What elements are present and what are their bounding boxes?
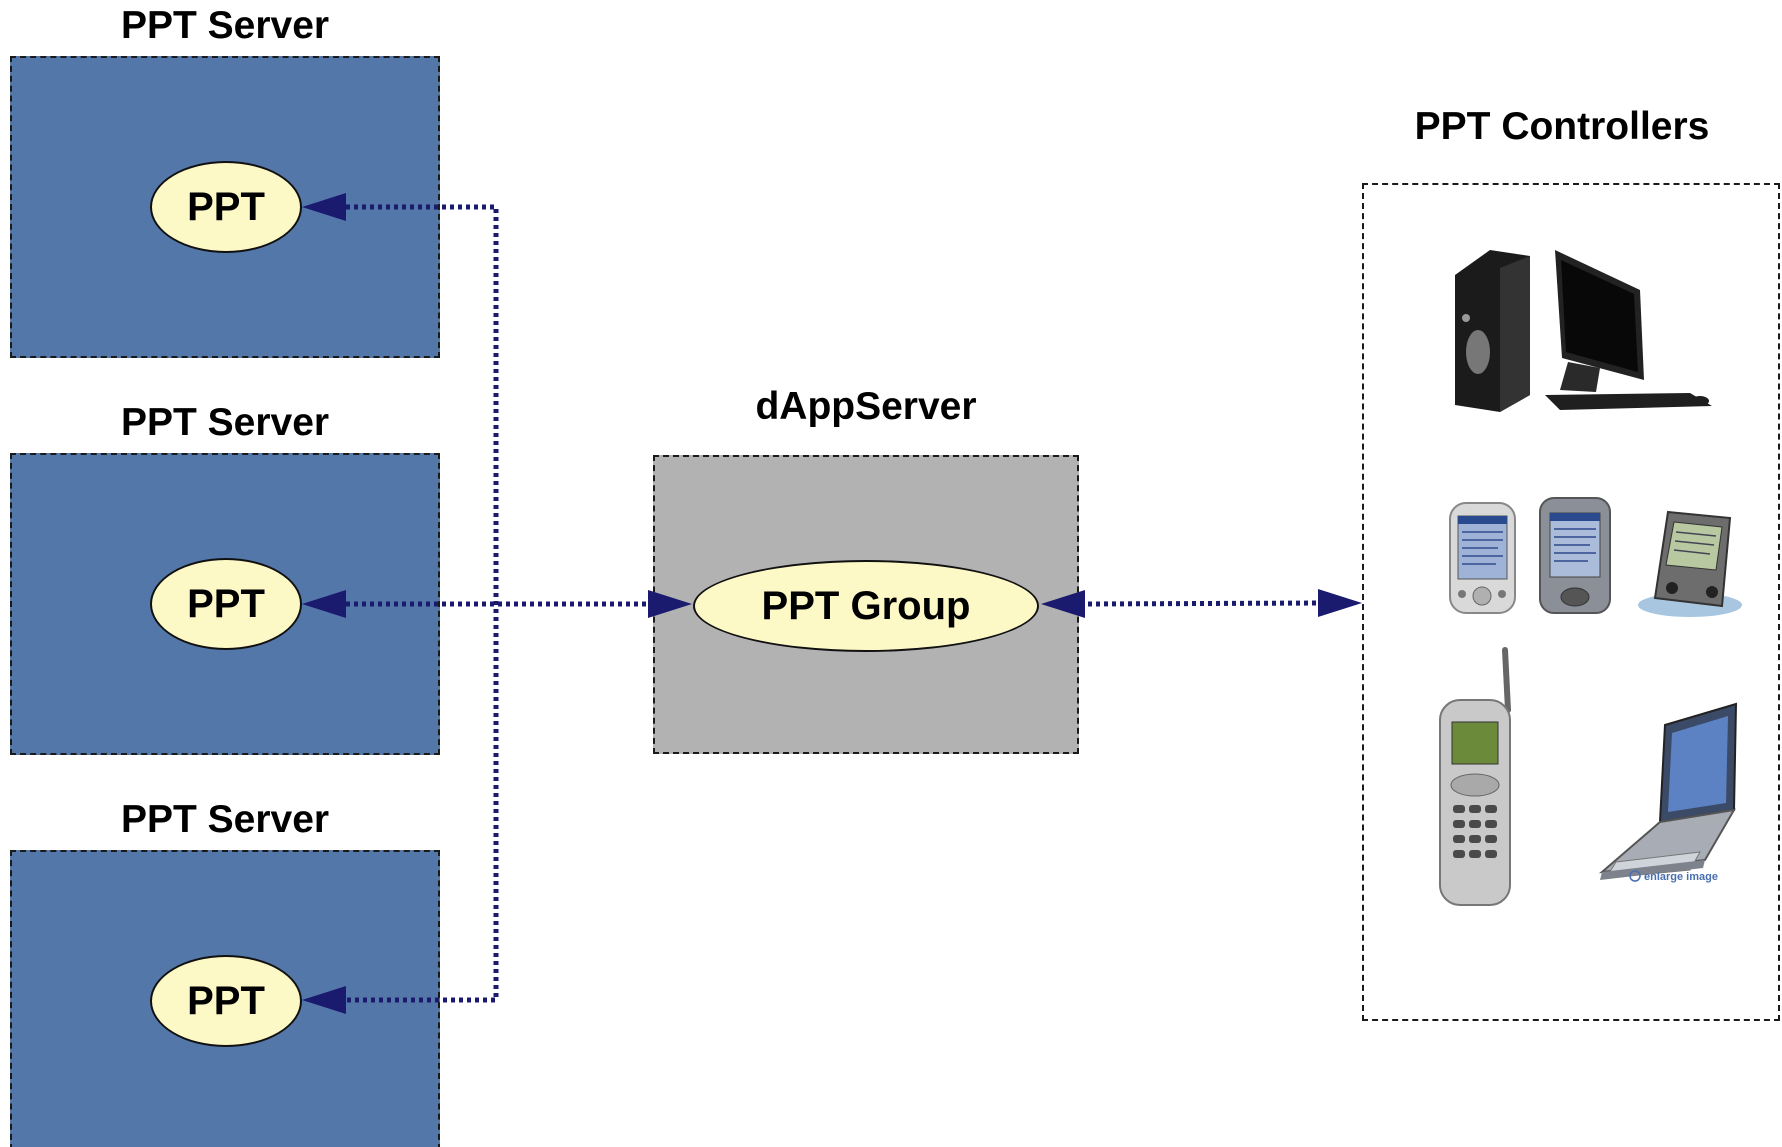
pocket-pc-icon <box>1539 497 1611 614</box>
palm-pda-icon <box>1638 510 1742 617</box>
arrowhead <box>302 193 346 221</box>
desktop-computer-icon <box>1455 250 1712 412</box>
arrowhead <box>1318 589 1362 617</box>
arrowhead <box>648 590 692 618</box>
server-title: PPT Server <box>120 4 330 47</box>
pocket-pc-icon <box>1449 502 1516 614</box>
ppt-group-node: PPT Group <box>693 560 1039 652</box>
mobile-phone-icon <box>1439 647 1511 906</box>
connector-line <box>1087 600 1321 607</box>
arrowhead <box>1041 590 1085 618</box>
arrowhead <box>302 986 346 1014</box>
server-title: PPT Server <box>120 401 330 444</box>
laptop-icon: enlarge image <box>1598 702 1738 883</box>
ppt-node: PPT <box>150 955 302 1047</box>
ppt-node: PPT <box>150 558 302 650</box>
ppt-node: PPT <box>150 161 302 253</box>
laptop-caption: enlarge image <box>1644 871 1718 883</box>
controllers-title: PPT Controllers <box>1414 105 1710 148</box>
arrowhead <box>302 590 346 618</box>
server-title: PPT Server <box>120 798 330 841</box>
app-server-title: dAppServer <box>755 385 977 428</box>
connector-line <box>346 204 499 1003</box>
